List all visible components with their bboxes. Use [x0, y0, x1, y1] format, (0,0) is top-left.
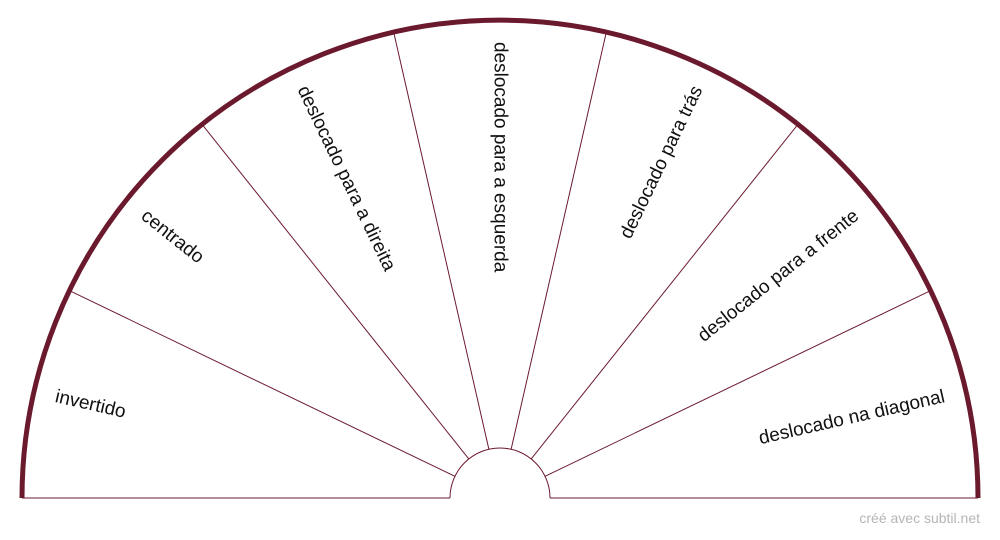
divider-line	[393, 31, 490, 450]
divider-line	[510, 31, 607, 450]
pendulum-chart: invertido centrado deslocado para a direit…	[19, 17, 981, 499]
segment-label: deslocado na diagonal	[757, 386, 947, 449]
segment-label: deslocado para a direita	[293, 83, 400, 275]
segment-labels: invertido centrado deslocado para a direit…	[53, 42, 947, 449]
segment-label: deslocado para trás	[616, 83, 707, 242]
segment-label: centrado	[137, 205, 208, 268]
segment-label: invertido	[53, 386, 128, 422]
segment-label: deslocado para a esquerda	[490, 42, 511, 273]
divider-line	[69, 290, 456, 477]
segment-label: deslocado para a frente	[694, 205, 863, 346]
credit-text: créé avec subtil.net	[859, 510, 980, 526]
center-hub	[449, 447, 551, 499]
divider-lines	[69, 31, 931, 477]
divider-line	[544, 290, 931, 477]
divider-line	[201, 123, 470, 460]
outer-rim	[19, 17, 981, 499]
divider-line	[530, 123, 799, 460]
